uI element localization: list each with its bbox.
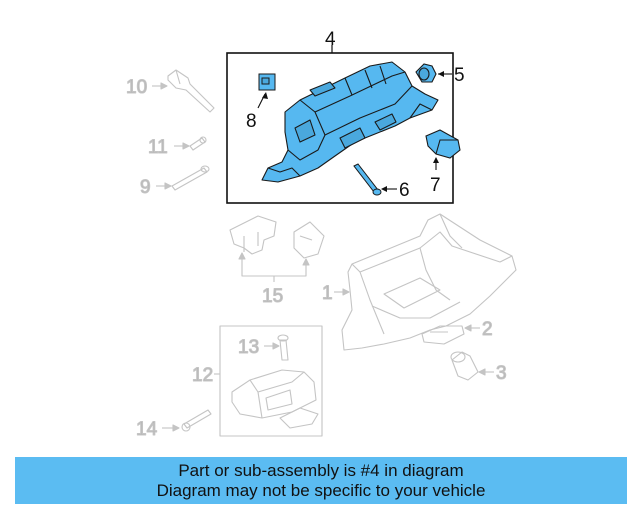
callout-2-arrow: [464, 324, 472, 332]
banner-line-2: Diagram may not be specific to your vehi…: [156, 480, 486, 500]
callout-14: 14: [136, 419, 158, 440]
callout-5-arrow: [438, 71, 444, 77]
callout-6: 6: [399, 180, 410, 201]
callout-15-arrow-b: [302, 258, 310, 266]
callout-3: 3: [496, 363, 507, 384]
callout-13: 13: [238, 337, 259, 358]
callout-6-arrow: [381, 186, 387, 192]
part-5-bumper: [415, 63, 437, 83]
part-11-screw: [189, 136, 207, 151]
part-1-panel: [341, 213, 517, 351]
ghost-parts: 10 11 9 15: [125, 69, 517, 441]
part-9-rod: [171, 165, 210, 191]
assembly-4-group: 4 5 7: [226, 29, 465, 204]
callout-9: 9: [140, 177, 151, 198]
part-7-bracket: [425, 129, 461, 159]
part-12-housing: [231, 369, 319, 429]
callout-10-arrow: [160, 82, 168, 90]
callout-15-arrow-a: [238, 252, 246, 260]
callout-8: 8: [246, 111, 257, 132]
parts-diagram: 4 5 7: [125, 29, 517, 441]
callout-7-arrow: [433, 157, 439, 163]
callout-7: 7: [430, 175, 441, 196]
callout-3-arrow: [478, 368, 486, 376]
callout-9-arrow: [164, 182, 172, 190]
callout-1: 1: [322, 283, 333, 304]
part-2-bracket: [421, 325, 465, 345]
callout-4: 4: [325, 29, 336, 50]
glove-box-housing: [261, 61, 439, 183]
callout-1-arrow: [342, 288, 350, 296]
part-13-pin: [277, 334, 289, 361]
assembly-4-frame: [226, 52, 454, 204]
part-10-hinge: [167, 69, 215, 113]
info-banner: Part or sub-assembly is #4 in diagram Di…: [15, 457, 627, 504]
part-6-pin: [353, 163, 382, 196]
part-14-screw: [181, 409, 212, 432]
callout-12: 12: [192, 365, 213, 386]
callout-2: 2: [482, 319, 493, 340]
part-12-frame: [219, 325, 323, 437]
callout-5: 5: [454, 65, 465, 86]
callout-15: 15: [262, 286, 283, 307]
callout-10: 10: [126, 77, 147, 98]
part-3-damper: [450, 351, 479, 381]
part-15-brackets: [229, 215, 325, 282]
callout-11-arrow: [182, 142, 190, 150]
callout-14-arrow: [172, 424, 180, 432]
part-8-clip: [258, 73, 276, 91]
banner-line-1: Part or sub-assembly is #4 in diagram: [178, 460, 464, 480]
callout-13-arrow: [272, 342, 280, 350]
callout-11: 11: [148, 137, 168, 158]
callout-8-arrow: [262, 92, 268, 99]
